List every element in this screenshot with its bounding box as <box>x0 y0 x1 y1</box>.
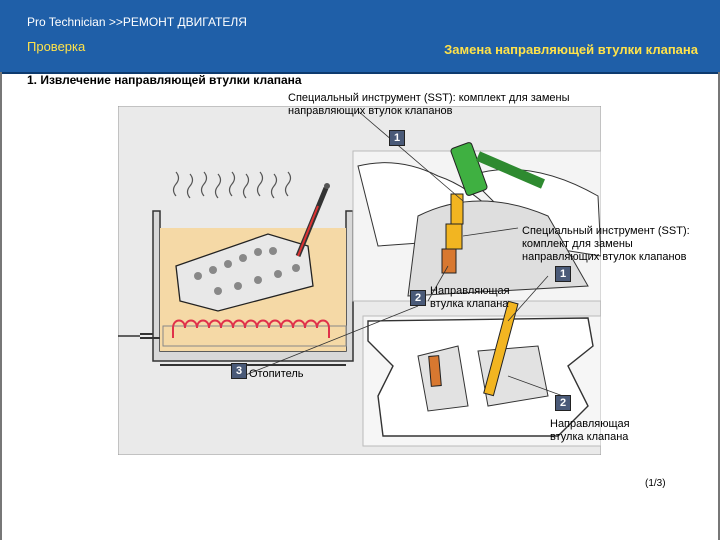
breadcrumb[interactable]: Pro Technician >>РЕМОНТ ДВИГАТЕЛЯ <box>27 15 247 29</box>
thermometer-icon <box>295 183 330 257</box>
guide-label-bottom-line1: Направляющая <box>550 418 630 430</box>
guide-label-bottom: Направляющая втулка клапана <box>550 418 630 444</box>
heater-coil-icon <box>118 319 347 347</box>
sst-label-right: Специальный инструмент (SST): комплект д… <box>522 225 690 264</box>
sst-label-top-line1: Специальный инструмент (SST): комплект д… <box>288 92 570 104</box>
heater-label: Отопитель <box>249 368 304 380</box>
page-title: Замена направляющей втулки клапана <box>444 42 698 57</box>
section-label: Проверка <box>27 39 86 54</box>
header-bar: Pro Technician >>РЕМОНТ ДВИГАТЕЛЯ Провер… <box>0 0 720 74</box>
callout-1-right: 1 <box>555 266 571 282</box>
callout-1-top: 1 <box>389 130 405 146</box>
sst-label-right-line3: направляющих втулок клапанов <box>522 251 687 263</box>
sst-label-top: Специальный инструмент (SST): комплект д… <box>288 92 570 118</box>
sst-label-top-line2: направляющих втулок клапанов <box>288 105 453 117</box>
illustration <box>118 106 601 455</box>
sst-label-right-line2: комплект для замены <box>522 238 633 250</box>
callout-3: 3 <box>231 363 247 379</box>
guide-label-bottom-line2: втулка клапана <box>550 431 629 443</box>
frame-left <box>0 72 2 540</box>
guide-label-mid: Направляющая втулка клапана <box>430 285 510 311</box>
step-heading: 1. Извлечение направляющей втулки клапан… <box>27 73 302 87</box>
page-number: (1/3) <box>645 478 666 489</box>
cylinder-head-icon <box>175 233 314 312</box>
cylinder-section-icon <box>362 300 601 447</box>
steam-icon <box>172 171 292 199</box>
callout-2-mid: 2 <box>410 290 426 306</box>
frame-right <box>718 72 720 540</box>
sst-label-right-line1: Специальный инструмент (SST): <box>522 225 690 237</box>
guide-label-mid-line2: втулка клапана <box>430 298 509 310</box>
guide-label-mid-line1: Направляющая <box>430 285 510 297</box>
engine-hammer-scene-icon <box>352 142 601 302</box>
callout-2-bottom: 2 <box>555 395 571 411</box>
